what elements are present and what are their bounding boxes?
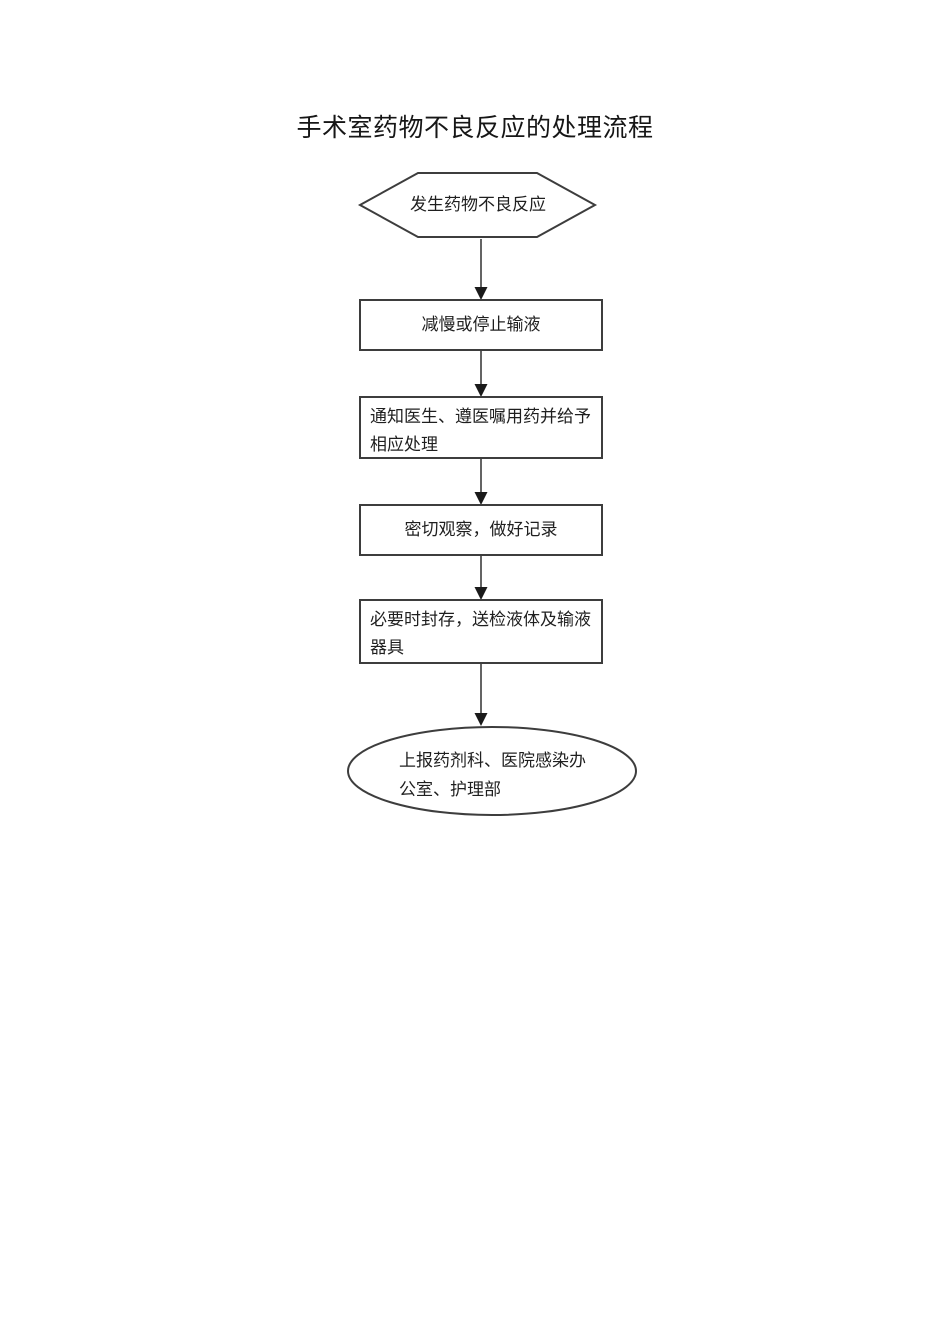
node-text-line: 发生药物不良反应	[410, 195, 546, 214]
node-text-line: 上报药剂科、医院感染办	[399, 751, 586, 770]
node-text-line: 减慢或停止输液	[421, 315, 541, 334]
step4-rectangle-shape	[359, 599, 603, 664]
edge-step2-step3-arrowhead	[474, 492, 488, 505]
edge-step4-end-arrowhead	[474, 713, 488, 726]
node-step1-label: 减慢或停止输液	[362, 302, 600, 348]
edge-start-step1-arrowhead	[474, 287, 488, 300]
node-text-line: 密切观察，做好记录	[404, 520, 558, 539]
node-step4-label: 必要时封存，送检液体及输液 器具	[370, 606, 600, 662]
node-text-line: 通知医生、遵医嘱用药并给予	[370, 407, 591, 426]
step2-rectangle-shape	[359, 396, 603, 459]
node-start-label: 发生药物不良反应	[358, 173, 598, 237]
node-step2-label: 通知医生、遵医嘱用药并给予 相应处理	[370, 403, 600, 459]
node-step3-label: 密切观察，做好记录	[362, 507, 600, 553]
start-hexagon-shape	[357, 172, 598, 238]
node-text-line: 必要时封存，送检液体及输液	[370, 610, 591, 629]
node-text-line: 相应处理	[370, 435, 438, 454]
step1-rectangle-shape	[359, 299, 603, 351]
step3-rectangle-shape	[359, 504, 603, 556]
node-end-label: 上报药剂科、医院感染办 公室、护理部	[399, 746, 609, 804]
node-text-line: 公室、护理部	[399, 780, 501, 799]
flowchart-title: 手术室药物不良反应的处理流程	[296, 115, 654, 142]
edge-step1-step2-arrowhead	[474, 384, 488, 397]
end-ellipse-shape	[347, 726, 637, 816]
edge-step3-step4-arrowhead	[474, 587, 488, 600]
node-text-line: 器具	[370, 638, 404, 657]
